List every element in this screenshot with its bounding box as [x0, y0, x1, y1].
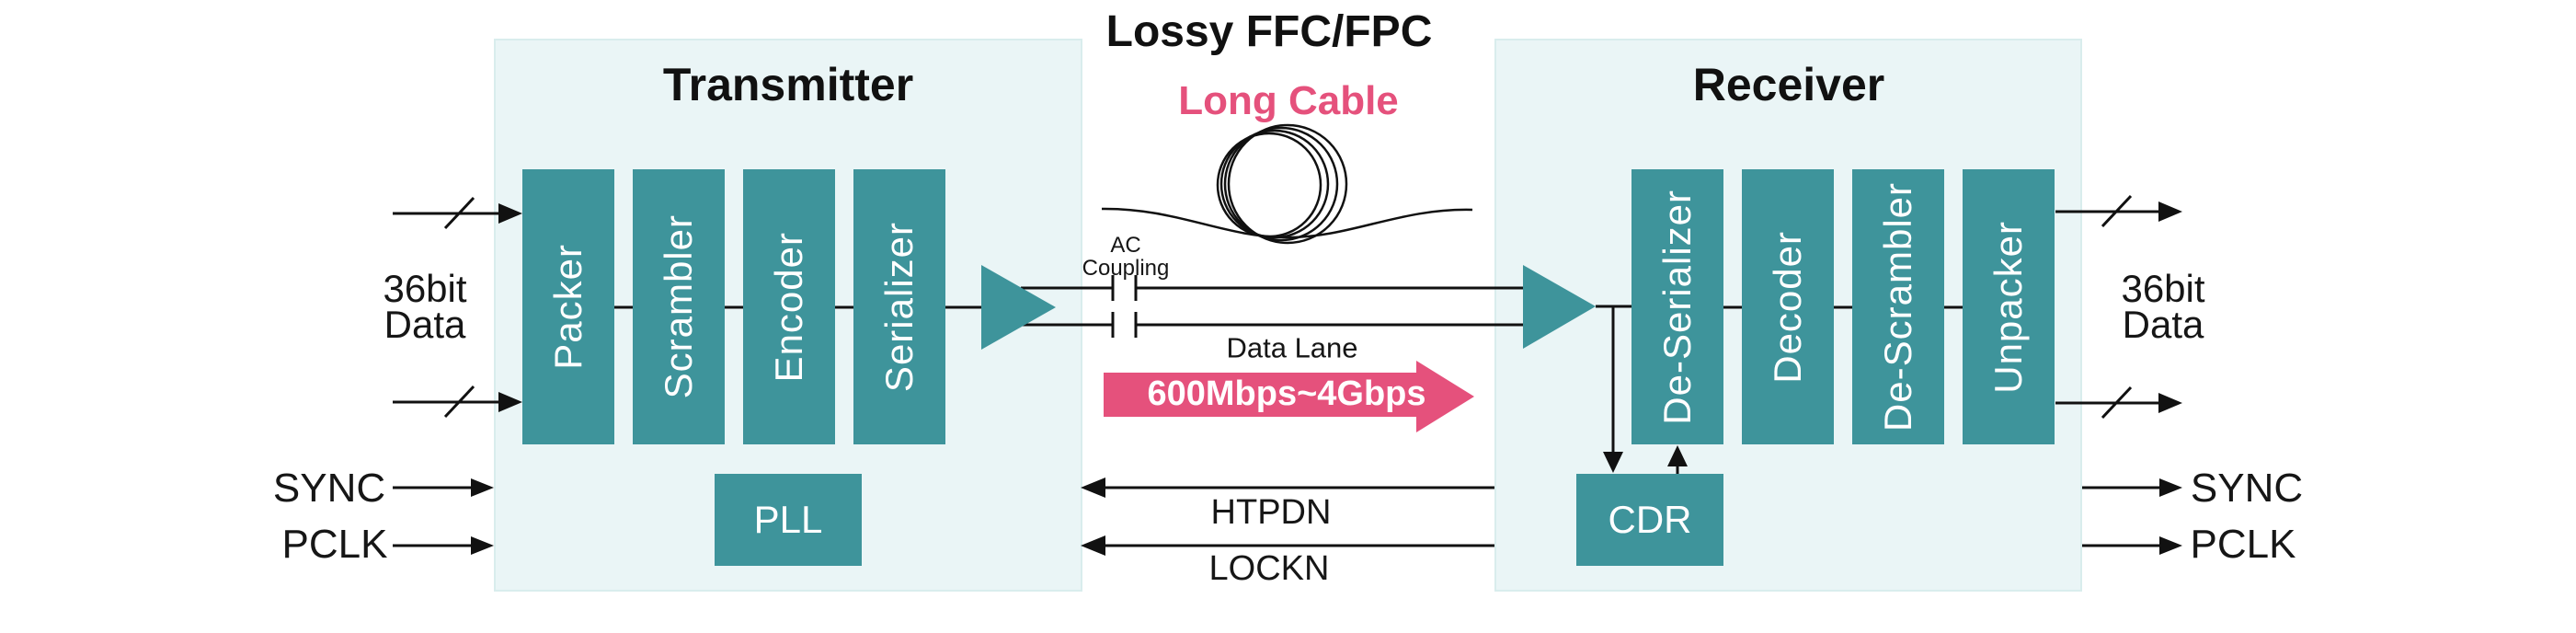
htpdn-label: HTPDN: [1210, 493, 1332, 532]
tx-block-serializer: Serializer: [853, 169, 945, 444]
ac-coupling-capacitor-icons: [1111, 275, 1138, 338]
speed-arrow: [1104, 361, 1474, 432]
pll-label: PLL: [753, 498, 823, 541]
tx-block-encoder-label: Encoder: [767, 231, 810, 383]
rx-block-decoder-label: Decoder: [1766, 230, 1809, 384]
rx-block-descrambler: De-Scrambler: [1852, 169, 1944, 444]
right-sync-arrowhead: [2159, 478, 2182, 497]
left-bus-arrow-bottom: [393, 385, 502, 419]
cable-wave-icon: [1101, 207, 1473, 239]
rx-block-descrambler-label: De-Scrambler: [1876, 181, 1919, 432]
left-pclk-label: PCLK: [281, 522, 388, 567]
transmitter-title: Transmitter: [662, 59, 914, 110]
lockn-label: LOCKN: [1208, 549, 1330, 588]
diff-pair-lines: [1021, 286, 1523, 327]
right-bus-arrow-top: [2055, 194, 2163, 228]
tx-block-scrambler: Scrambler: [633, 169, 725, 444]
speed-label: 600Mbps~4Gbps: [1147, 374, 1426, 413]
tx-block-packer: Packer: [522, 169, 614, 444]
right-bus-arrow-bottom: [2055, 386, 2163, 420]
tx-block-scrambler-label: Scrambler: [657, 214, 700, 399]
cdr-block: CDR: [1576, 474, 1723, 566]
left-bus-label-line1: 36bit: [383, 267, 467, 310]
receiver-title: Receiver: [1692, 59, 1885, 110]
left-bus-arrowhead-bottom: [498, 392, 522, 412]
cdr-up-arrowhead: [1667, 445, 1688, 466]
cable-coil-icon: [1216, 123, 1348, 245]
channel-title: Lossy FFC/FPC: [1105, 7, 1433, 56]
cdr-label: CDR: [1608, 498, 1692, 541]
htpdn-arrowhead: [1081, 478, 1105, 498]
right-pclk-label: PCLK: [2190, 522, 2296, 567]
pll-block: PLL: [715, 474, 862, 566]
right-pclk-arrowhead: [2159, 536, 2182, 555]
right-bus-arrowhead-top: [2158, 201, 2182, 222]
right-bus-label-line1: 36bit: [2121, 267, 2205, 310]
left-bus-label-line2: Data: [384, 303, 466, 346]
ac-coupling-label-line1: AC: [1110, 233, 1141, 258]
long-cable-label: Long Cable: [1178, 78, 1399, 123]
left-pclk-arrowhead: [471, 536, 494, 555]
left-sync-label: SYNC: [272, 466, 386, 511]
tx-amplifier-icon: [981, 265, 1056, 350]
rx-block-unpacker-label: Unpacker: [1986, 220, 2030, 394]
cdr-down-arrowhead: [1603, 452, 1623, 473]
left-bus-arrow-top: [393, 196, 502, 230]
rx-block-deserializer-label: De-Serializer: [1655, 189, 1699, 425]
left-bus-arrowhead-top: [498, 203, 522, 224]
rx-amplifier-icon: [1523, 265, 1596, 349]
left-sync-arrowhead: [471, 478, 494, 497]
right-bus-arrowhead-bottom: [2158, 393, 2182, 413]
data-lane-label: Data Lane: [1226, 331, 1358, 364]
ac-coupling-label-line2: Coupling: [1082, 256, 1170, 281]
tx-block-encoder: Encoder: [743, 169, 835, 444]
rx-block-decoder: Decoder: [1742, 169, 1834, 444]
rx-block-deserializer: De-Serializer: [1631, 169, 1723, 444]
tx-block-serializer-label: Serializer: [877, 221, 921, 393]
right-sync-label: SYNC: [2190, 466, 2304, 511]
lockn-arrowhead: [1081, 535, 1105, 556]
right-bus-label-line2: Data: [2122, 303, 2204, 346]
tx-block-packer-label: Packer: [546, 244, 590, 370]
rx-block-unpacker: Unpacker: [1963, 169, 2055, 444]
